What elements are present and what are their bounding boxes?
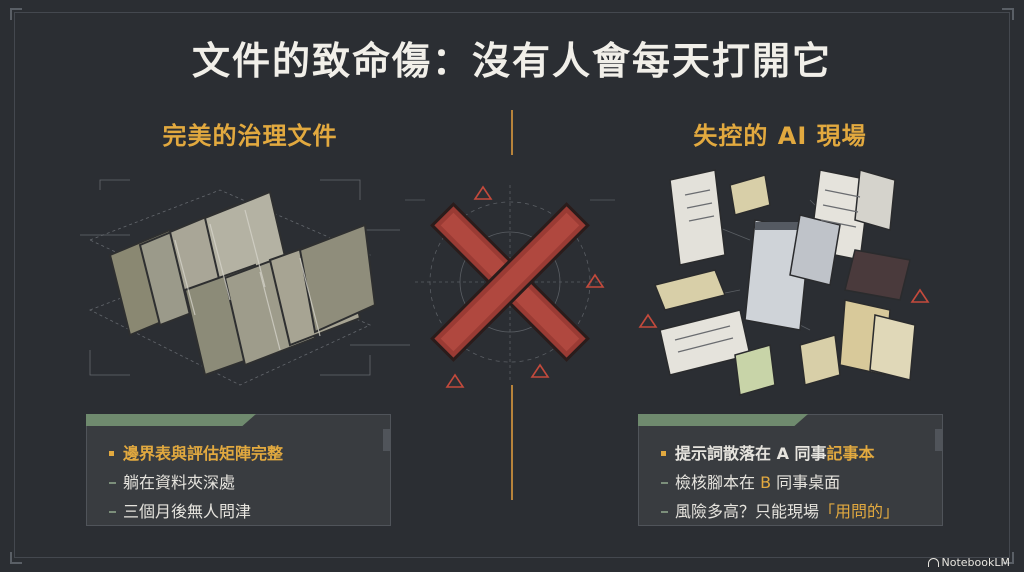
list-item-text: 風險多高？只能現場 bbox=[675, 502, 820, 521]
notebooklm-logo: NotebookLM bbox=[927, 556, 1010, 569]
branding-text: NotebookLM bbox=[941, 556, 1010, 569]
red-x-cross-icon bbox=[405, 185, 615, 388]
list-item: 躺在資料夾深處 bbox=[109, 468, 283, 497]
list-item: 提示詞散落在 A 同事記事本 bbox=[661, 439, 899, 468]
corner-mark bbox=[10, 8, 22, 20]
list-item-highlight: B bbox=[760, 473, 772, 492]
left-bullet-list: 邊界表與評估矩陣完整 躺在資料夾深處 三個月後無人問津 bbox=[109, 439, 283, 526]
bullet-icon bbox=[661, 511, 668, 513]
bullet-icon bbox=[109, 451, 114, 456]
card-notch bbox=[935, 429, 943, 451]
list-item: 檢核腳本在 B 同事桌面 bbox=[661, 468, 899, 497]
card-tab bbox=[86, 414, 256, 426]
list-item-text: 提示詞散落在 A 同事 bbox=[675, 444, 827, 463]
left-bullet-card: 邊界表與評估矩陣完整 躺在資料夾深處 三個月後無人問津 bbox=[86, 414, 391, 526]
card-notch bbox=[383, 429, 391, 451]
warning-triangle-icon bbox=[445, 185, 605, 388]
outer-frame bbox=[14, 12, 1010, 558]
list-item: 邊界表與評估矩陣完整 bbox=[109, 439, 283, 468]
list-item-text: 邊界表與評估矩陣完整 bbox=[123, 444, 284, 463]
corner-mark bbox=[10, 552, 22, 564]
corner-mark bbox=[1002, 8, 1014, 20]
bullet-icon bbox=[661, 482, 668, 484]
list-item-highlight: 「用問的」 bbox=[819, 502, 900, 521]
scattered-documents-icon bbox=[638, 169, 930, 396]
list-item-highlight: 記事本 bbox=[826, 444, 875, 463]
corner-mark bbox=[1002, 552, 1014, 564]
list-item-text: 同事桌面 bbox=[771, 473, 841, 492]
list-item-text: 檢核腳本在 bbox=[675, 473, 761, 492]
bullet-icon bbox=[109, 482, 116, 484]
bullet-icon bbox=[109, 511, 116, 513]
list-item: 三個月後無人問津 bbox=[109, 497, 283, 526]
notebooklm-icon bbox=[927, 558, 939, 567]
right-bullet-card: 提示詞散落在 A 同事記事本 檢核腳本在 B 同事桌面 風險多高？只能現場「用問… bbox=[638, 414, 943, 526]
list-item: 風險多高？只能現場「用問的」 bbox=[661, 497, 899, 526]
center-divider-top bbox=[511, 110, 513, 155]
list-item-text: 三個月後無人問津 bbox=[123, 502, 252, 521]
center-divider-bottom bbox=[511, 385, 513, 500]
card-tab bbox=[638, 414, 808, 426]
folder-stack-icon bbox=[80, 179, 410, 386]
right-bullet-list: 提示詞散落在 A 同事記事本 檢核腳本在 B 同事桌面 風險多高？只能現場「用問… bbox=[661, 439, 899, 526]
right-subtitle: 失控的 AI 現場 bbox=[693, 122, 867, 150]
left-subtitle: 完美的治理文件 bbox=[162, 122, 338, 150]
page-title: 文件的致命傷：沒有人會每天打開它 bbox=[191, 39, 832, 83]
bullet-icon bbox=[661, 451, 666, 456]
list-item-text: 躺在資料夾深處 bbox=[123, 473, 236, 492]
